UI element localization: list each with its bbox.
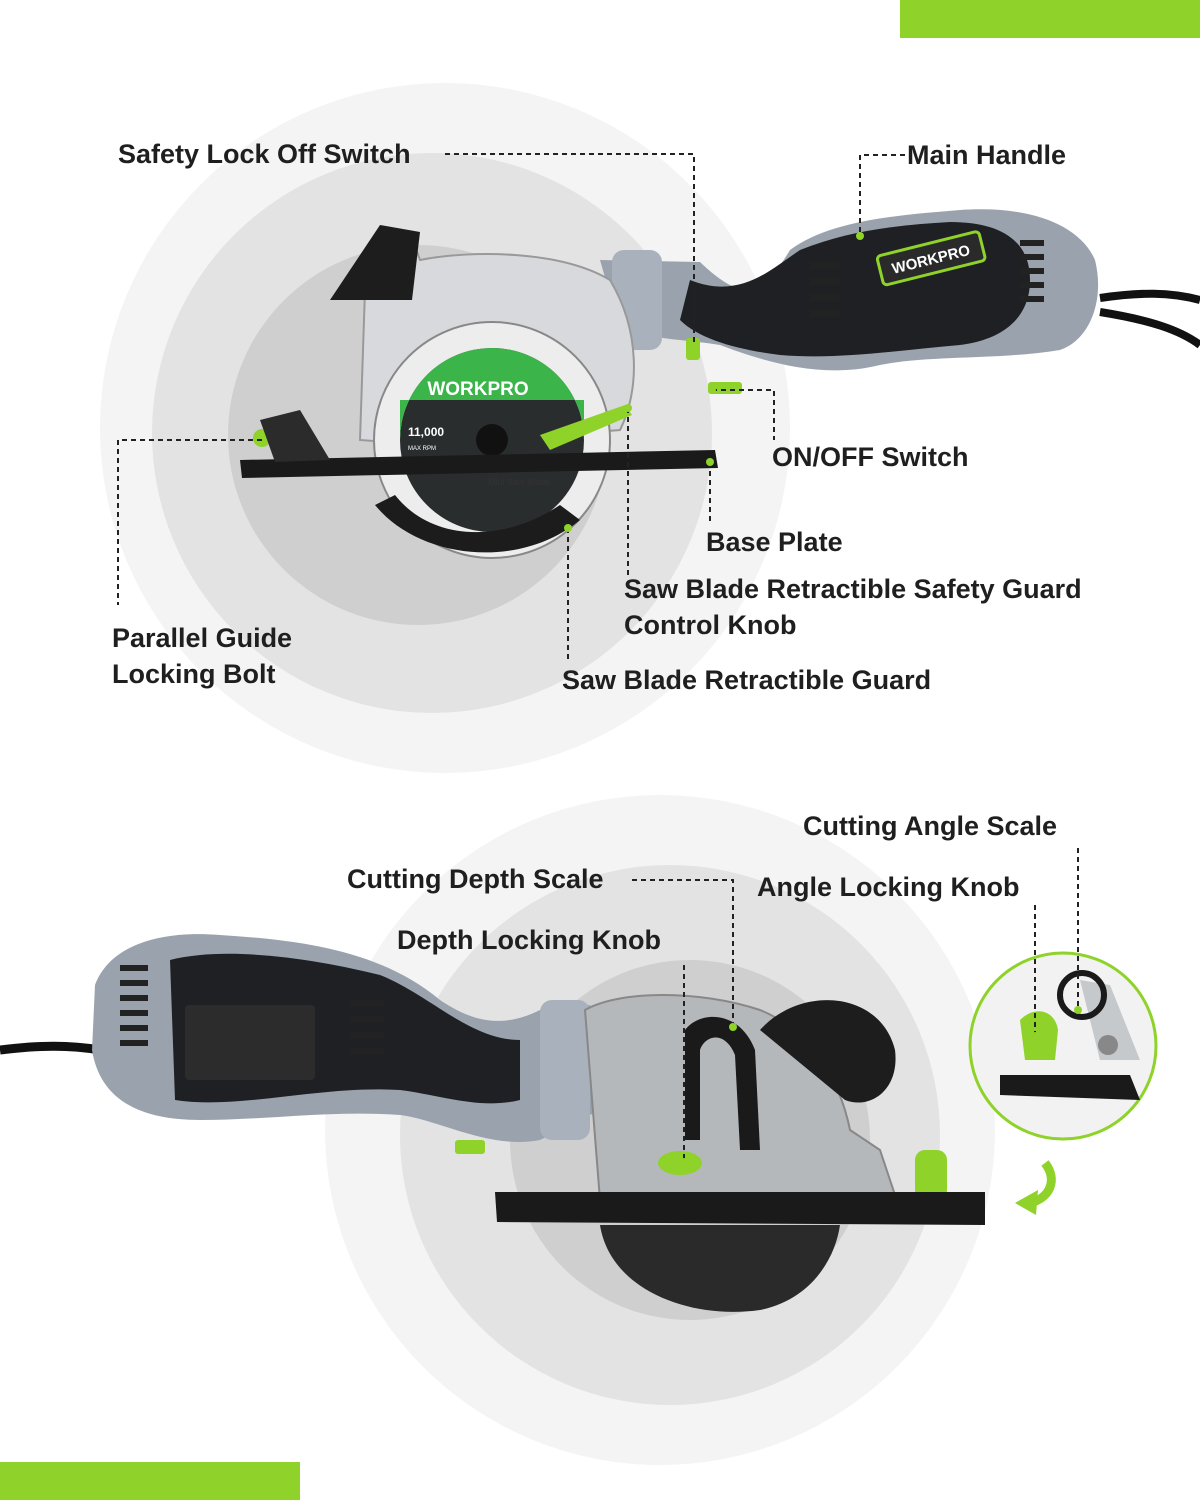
inset-angle-detail [968, 951, 1158, 1215]
label-retractible-guard: Saw Blade Retractible Guard [562, 665, 932, 695]
svg-text:Mini Saw Blade: Mini Saw Blade [488, 477, 550, 487]
label-guard-control-knob-line2: Control Knob [624, 610, 797, 640]
label-parallel-guide-line1: Parallel Guide [112, 623, 293, 653]
bottom-saw [0, 934, 985, 1312]
accent-bar-top [900, 0, 1200, 38]
top-saw: WORKPRO WORKPRO 11,000 MAX RPM Mini Saw … [240, 209, 1200, 559]
label-angle-locking-knob: Angle Locking Knob [757, 872, 1020, 902]
svg-text:11,000: 11,000 [408, 425, 444, 439]
blade-brand: WORKPRO [427, 379, 528, 400]
accent-bar-bottom [0, 1462, 300, 1500]
label-parallel-guide-line2: Locking Bolt [112, 659, 276, 689]
label-cutting-depth-scale: Cutting Depth Scale [347, 864, 604, 894]
leader-lines [117, 153, 1082, 1166]
label-safety-lock-off-switch: Safety Lock Off Switch [118, 139, 411, 169]
label-guard-control-knob-line1: Saw Blade Retractible Safety Guard [624, 574, 1082, 604]
label-base-plate: Base Plate [706, 527, 843, 557]
label-main-handle: Main Handle [907, 140, 1067, 170]
label-on-off-switch: ON/OFF Switch [772, 442, 969, 472]
label-depth-locking-knob: Depth Locking Knob [397, 925, 661, 955]
label-cutting-angle-scale: Cutting Angle Scale [803, 811, 1058, 841]
svg-text:MAX RPM: MAX RPM [408, 446, 436, 452]
